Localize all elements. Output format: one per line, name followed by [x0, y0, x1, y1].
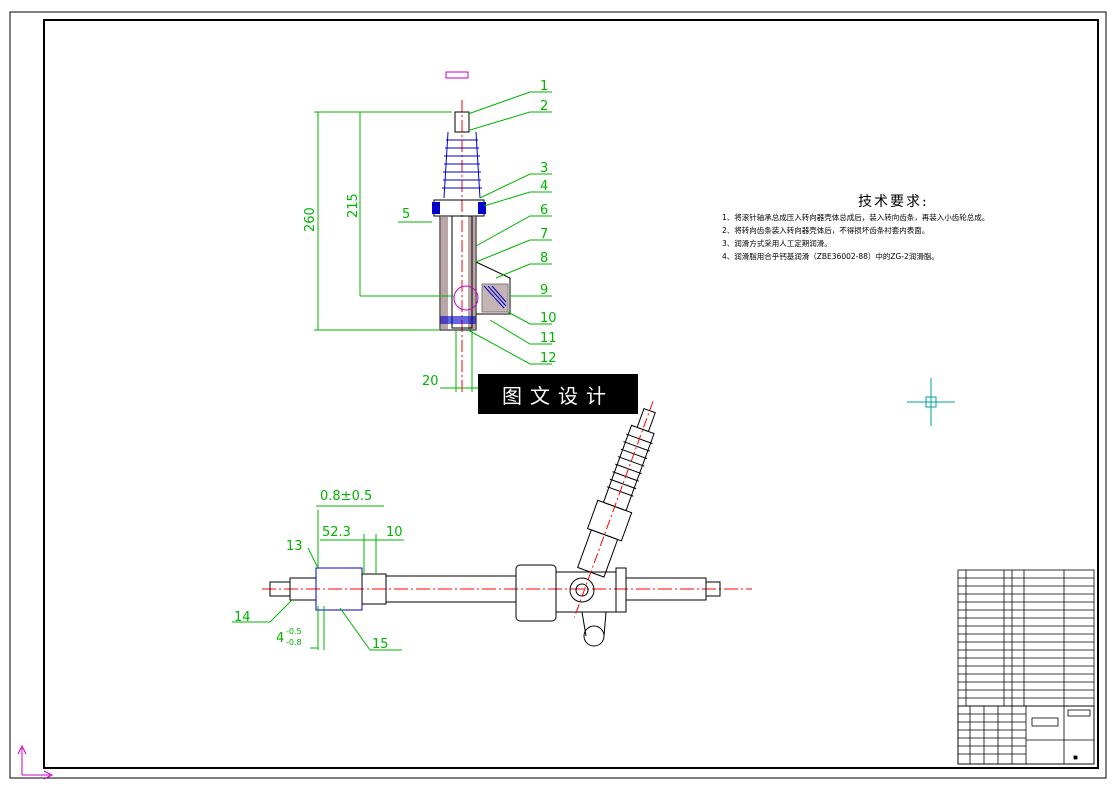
- label-5: 5: [402, 207, 410, 222]
- dim-20: 20: [422, 374, 439, 389]
- label-3: 3: [540, 161, 548, 176]
- dim-52.3: 52.3: [322, 525, 351, 540]
- ucs-icon: [17, 744, 54, 780]
- label-4: 4: [540, 179, 548, 194]
- crosshair-cursor: [907, 378, 955, 426]
- dim-260: 260: [303, 207, 318, 232]
- dim-0.8: 0.8±0.5: [320, 489, 372, 504]
- assembly-view: [262, 401, 752, 647]
- upper-leaders: [398, 91, 552, 365]
- tech-req-line-2: 2、将转向齿条装入转向器壳体后，不得损坏齿条衬套内表面。: [722, 225, 929, 235]
- tech-req-line-1: 1、将滚针轴承总成压入转向器壳体总成后，装入转向齿条，再装入小齿轮总成。: [722, 212, 989, 222]
- tech-req-title: 技术要求:: [858, 194, 929, 210]
- lower-dimensions: [232, 505, 404, 651]
- dim-4-tol-lower: -0.8: [286, 638, 302, 647]
- label-9: 9: [540, 283, 548, 298]
- label-2: 2: [540, 99, 548, 114]
- label-10: 10: [540, 311, 557, 326]
- label-8: 8: [540, 251, 548, 266]
- dim-10: 10: [386, 525, 403, 540]
- sheet-outer-border: [9, 11, 1107, 779]
- label-11: 11: [540, 331, 557, 346]
- section-view: [432, 71, 511, 395]
- watermark-banner: 图文设计: [478, 374, 638, 414]
- label-7: 7: [540, 227, 548, 242]
- label-14: 14: [234, 610, 251, 625]
- label-13: 13: [286, 539, 303, 554]
- tech-req-line-3: 3、润滑方式采用人工定期润滑。: [722, 238, 832, 248]
- sheet-inner-border: [43, 19, 1099, 769]
- label-12: 12: [540, 351, 557, 366]
- dim-4-tol-upper: -0.5: [286, 627, 302, 636]
- label-1: 1: [540, 79, 548, 94]
- label-15: 15: [372, 637, 389, 652]
- tech-req-line-4: 4、润滑脂用合乎钙基润滑（ZBE36002-88）中的ZG-2润滑脂。: [722, 251, 939, 261]
- dim-215: 215: [346, 193, 361, 218]
- upper-dimensions: [314, 111, 478, 392]
- dim-4: 4: [276, 631, 284, 646]
- title-block: [957, 569, 1095, 765]
- label-6: 6: [540, 203, 548, 218]
